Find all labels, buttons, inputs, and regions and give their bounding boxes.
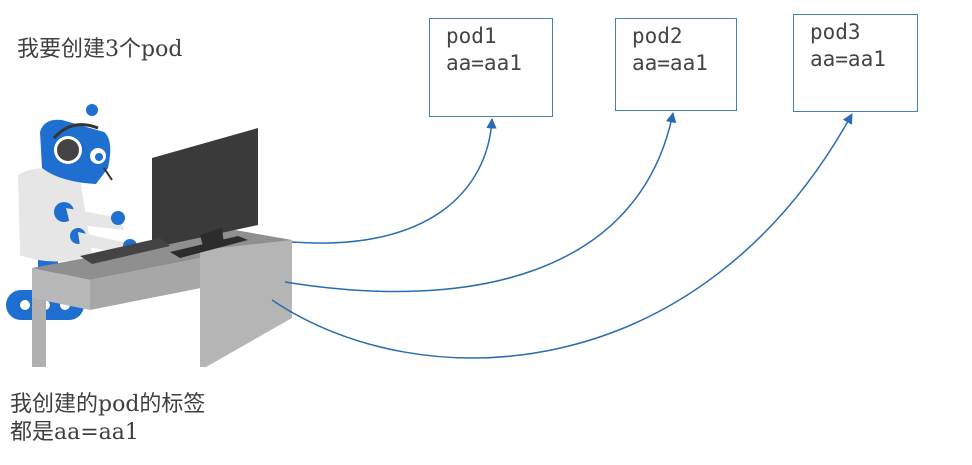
pod-label: aa=aa1 <box>810 47 886 71</box>
arrow-to-pod2 <box>284 111 677 293</box>
caption-create-pods: 我要创建3个pod <box>17 37 183 62</box>
pod-name: pod1 <box>446 24 497 48</box>
pod-box-2: pod2 aa=aa1 <box>615 18 737 111</box>
pod-box-1: pod1 aa=aa1 <box>429 18 553 117</box>
pod-label: aa=aa1 <box>446 51 522 75</box>
monitor <box>152 128 258 248</box>
robot-illustration <box>6 104 137 320</box>
pod-name: pod3 <box>810 20 861 44</box>
pod-name: pod2 <box>632 24 683 48</box>
arrow-to-pod1 <box>291 117 497 244</box>
pod-label: aa=aa1 <box>632 51 708 75</box>
keyboard <box>80 238 170 264</box>
arrow-to-pod3 <box>271 113 853 359</box>
computer-illustration <box>80 128 258 264</box>
caption-label-line1: 我创建的pod的标签 <box>10 392 206 417</box>
arrows <box>271 111 853 359</box>
desk-illustration <box>32 230 292 367</box>
pod-box-3: pod3 aa=aa1 <box>793 14 918 112</box>
caption-label-line2: 都是aa=aa1 <box>10 420 139 445</box>
